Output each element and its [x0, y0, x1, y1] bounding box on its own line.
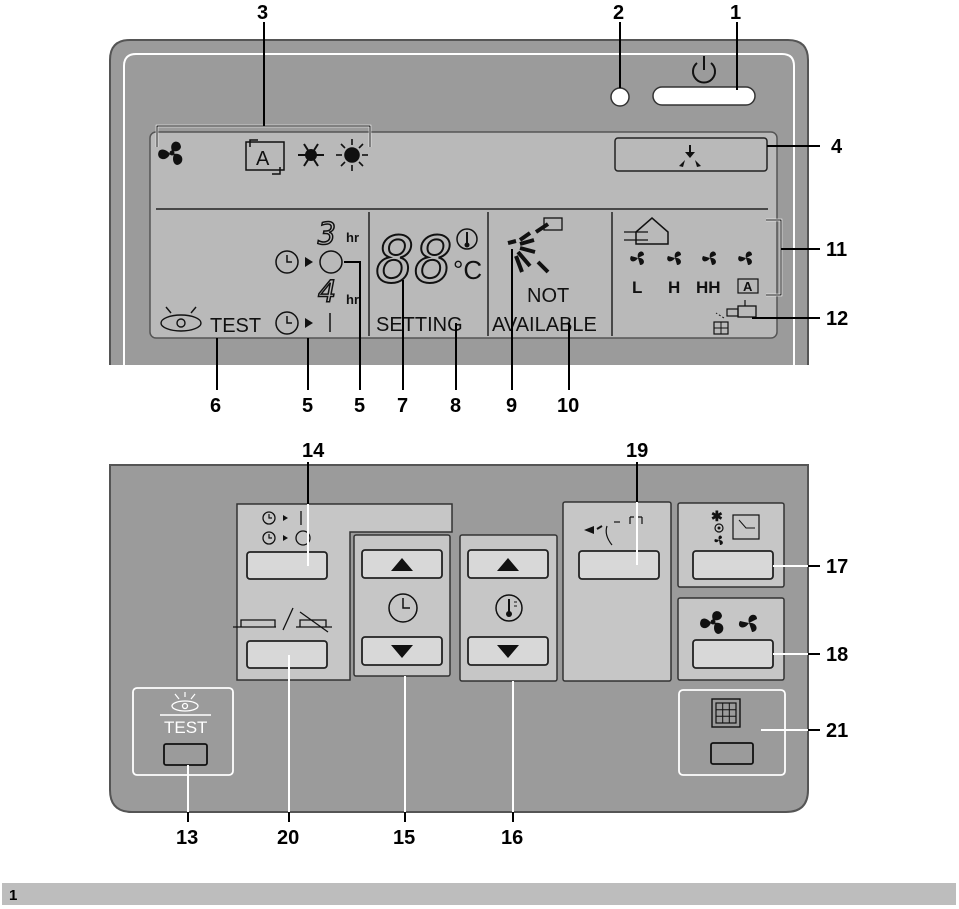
fan-mode-icon — [158, 141, 183, 165]
test-button[interactable] — [163, 743, 208, 766]
timer-hours-bottom: 4 — [318, 275, 336, 310]
callout-6: 6 — [210, 395, 221, 417]
timer-group-frame — [236, 503, 453, 681]
callout-3: 3 — [257, 2, 268, 24]
fan-speed-button[interactable] — [692, 639, 774, 669]
available-label: AVAILABLE — [492, 314, 597, 336]
airflow-direction-button[interactable] — [578, 550, 660, 580]
hr-label-top: hr — [346, 230, 359, 245]
power-button[interactable] — [652, 86, 756, 106]
timer-off-symbol — [319, 250, 343, 274]
callout-14: 14 — [302, 440, 325, 462]
callout-4: 4 — [831, 136, 843, 158]
ventilation-icon — [624, 217, 669, 245]
callout-17: 17 — [826, 556, 848, 578]
callout-9: 9 — [506, 395, 517, 417]
svg-text:✱: ✱ — [711, 508, 723, 524]
callout-1: 1 — [730, 2, 741, 24]
timer-hours-top: 3 — [317, 217, 336, 252]
callout-11: 11 — [826, 239, 847, 261]
callout-19: 19 — [626, 440, 648, 462]
operation-led — [610, 87, 630, 107]
test-frame — [132, 687, 234, 776]
footer-bar — [2, 883, 956, 905]
fan-speed-auto-icon — [738, 251, 752, 265]
power-icon — [692, 56, 716, 84]
fan-speed-low-label: L — [632, 278, 642, 297]
timer-section: 3 hr 4 hr TEST — [160, 216, 359, 337]
airflow-swing-icon — [584, 516, 643, 546]
auto-fan-icon: A — [737, 278, 759, 294]
inspection-eye-icon — [160, 306, 202, 332]
not-label: NOT — [527, 285, 569, 307]
test-button-label: TEST — [164, 718, 207, 737]
mode-selector-icon: ✱ — [711, 508, 760, 545]
thermometer-icon — [495, 594, 523, 622]
auto-mode-icon: A — [245, 139, 285, 175]
timer-mode-button[interactable] — [246, 551, 328, 580]
thermometer-icon — [456, 228, 478, 250]
lcd-test-label: TEST — [210, 315, 261, 337]
airflow-direction-icon — [507, 222, 550, 274]
callout-13: 13 — [176, 827, 198, 849]
filter-reset-frame — [678, 689, 786, 776]
inspection-eye-icon — [171, 692, 199, 712]
callout-15: 15 — [393, 827, 415, 849]
callout-8: 8 — [450, 395, 461, 417]
hr-label-bottom: hr — [346, 292, 359, 307]
airflow-frame — [562, 501, 672, 682]
cooling-icon — [298, 143, 324, 167]
callout-21: 21 — [826, 720, 848, 742]
arrow-down-icon — [391, 645, 413, 658]
fan-speed-highhigh-label: HH — [696, 278, 721, 297]
setting-label: SETTING — [376, 314, 463, 336]
temperature-digits: 88 — [376, 224, 453, 298]
louver-icon — [543, 217, 563, 231]
arrow-up-icon — [497, 558, 519, 571]
lcd-screen — [149, 131, 778, 339]
page-number: 1 — [9, 887, 17, 904]
callout-5b: 5 — [354, 395, 365, 417]
arrow-up-icon — [391, 558, 413, 571]
callout-12: 12 — [826, 308, 848, 330]
callout-20: 20 — [277, 827, 299, 849]
temperature-unit: °C — [453, 255, 482, 285]
fan-speed-highhigh-icon — [702, 251, 716, 265]
callout-2: 2 — [613, 2, 624, 24]
filter-cleaning-icon — [713, 300, 757, 335]
leader-lines — [187, 22, 820, 822]
callout-5a: 5 — [302, 395, 313, 417]
clock-icon-off — [275, 311, 299, 335]
fan-large-icon — [700, 611, 724, 634]
timer-on-off-icons — [262, 511, 311, 546]
svg-text:A: A — [256, 148, 270, 170]
callout-numbers: 3 2 1 4 11 12 6 5 5 7 8 9 10 14 19 17 18… — [176, 2, 848, 849]
heating-icon — [336, 139, 368, 171]
timer-enable-disable-icon — [233, 607, 332, 633]
callout-16: 16 — [501, 827, 523, 849]
filter-icon — [711, 698, 741, 728]
filter-reset-button[interactable] — [710, 742, 754, 765]
operation-mode-button[interactable] — [692, 550, 774, 580]
arrow-down-icon — [497, 645, 519, 658]
fan-speed-high-label: H — [668, 278, 680, 297]
callout-10: 10 — [557, 395, 579, 417]
fan-small-icon — [738, 614, 757, 632]
clock-icon-on — [275, 250, 299, 274]
callout-7: 7 — [397, 395, 408, 417]
callout-18: 18 — [826, 644, 848, 666]
fan-speed-high-icon — [667, 251, 681, 265]
svg-text:A: A — [743, 279, 753, 294]
timer-enable-disable-button[interactable] — [246, 640, 328, 669]
centralized-control-icon — [614, 137, 768, 172]
clock-icon — [388, 593, 418, 623]
fan-speed-low-icon — [630, 251, 644, 265]
